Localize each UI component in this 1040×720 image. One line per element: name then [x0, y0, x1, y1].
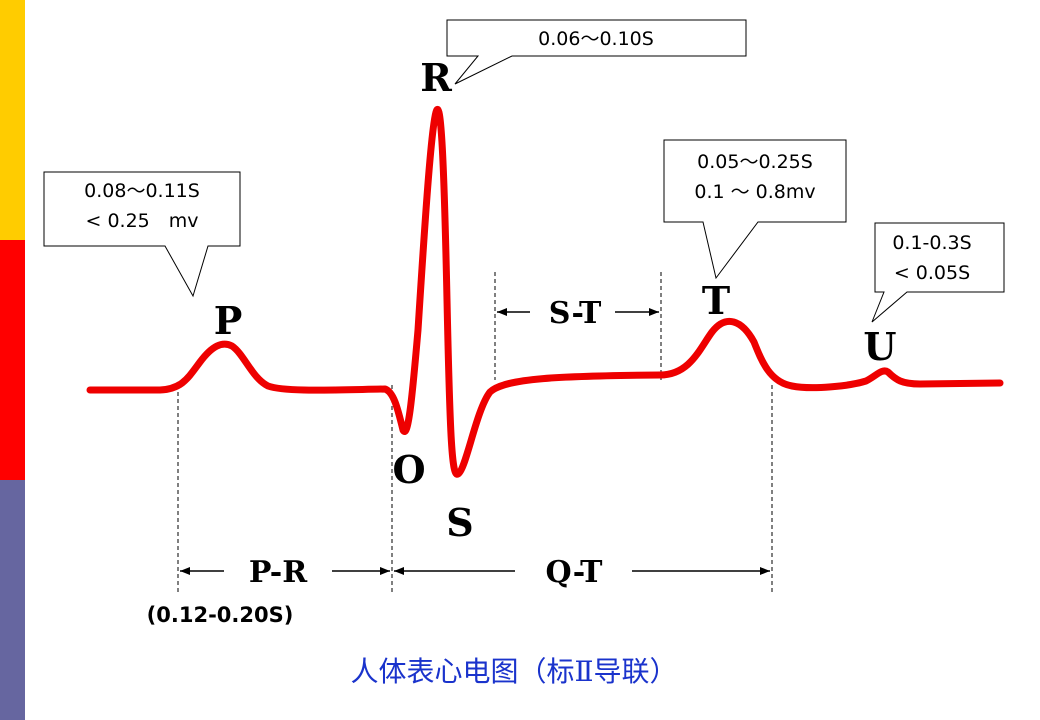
interval-label-st: S-T [549, 296, 602, 331]
side-bar-yellow [0, 0, 25, 240]
wave-label-p: P [214, 298, 243, 343]
side-bar-slate [0, 480, 25, 720]
side-color-bar [0, 0, 25, 720]
callout-p-box [43, 171, 241, 298]
callout-p-line2: < 0.25 mv [85, 210, 198, 232]
callout-r-line1: 0.06～0.10S [538, 28, 654, 50]
diagram-caption: 人体表心电图（标Ⅱ导联） [350, 655, 677, 688]
guide-lines [177, 272, 773, 592]
callout-t-line1: 0.05～0.25S [697, 151, 813, 173]
wave-label-t: T [702, 278, 730, 323]
wave-label-s: S [446, 500, 473, 545]
interval-arrows [180, 308, 770, 575]
pr-interval-range: (0.12-0.20S) [147, 603, 294, 627]
interval-label-qt: Q-T [545, 555, 603, 590]
callout-r-box [446, 19, 747, 85]
callout-u-box [871, 222, 1005, 323]
wave-label-q: O [392, 447, 425, 492]
side-bar-red [0, 240, 25, 480]
ecg-trace [86, 106, 1004, 478]
callout-t-line2: 0.1 ～ 0.8mv [694, 181, 815, 203]
callout-p: 0.08～0.11S < 0.25 mv [43, 171, 241, 298]
callout-u: 0.1-0.3S < 0.05S [871, 222, 1005, 323]
callout-u-line2: < 0.05S [894, 262, 970, 284]
callout-u-line1: 0.1-0.3S [892, 232, 971, 254]
callout-t: 0.05～0.25S 0.1 ～ 0.8mv [663, 139, 847, 280]
callout-t-box [663, 139, 847, 280]
callout-r: 0.06～0.10S [446, 19, 747, 85]
wave-label-r: R [420, 55, 452, 100]
wave-label-u: U [863, 324, 896, 369]
interval-label-pr: P-R [249, 555, 308, 590]
callout-p-line1: 0.08～0.11S [84, 180, 200, 202]
